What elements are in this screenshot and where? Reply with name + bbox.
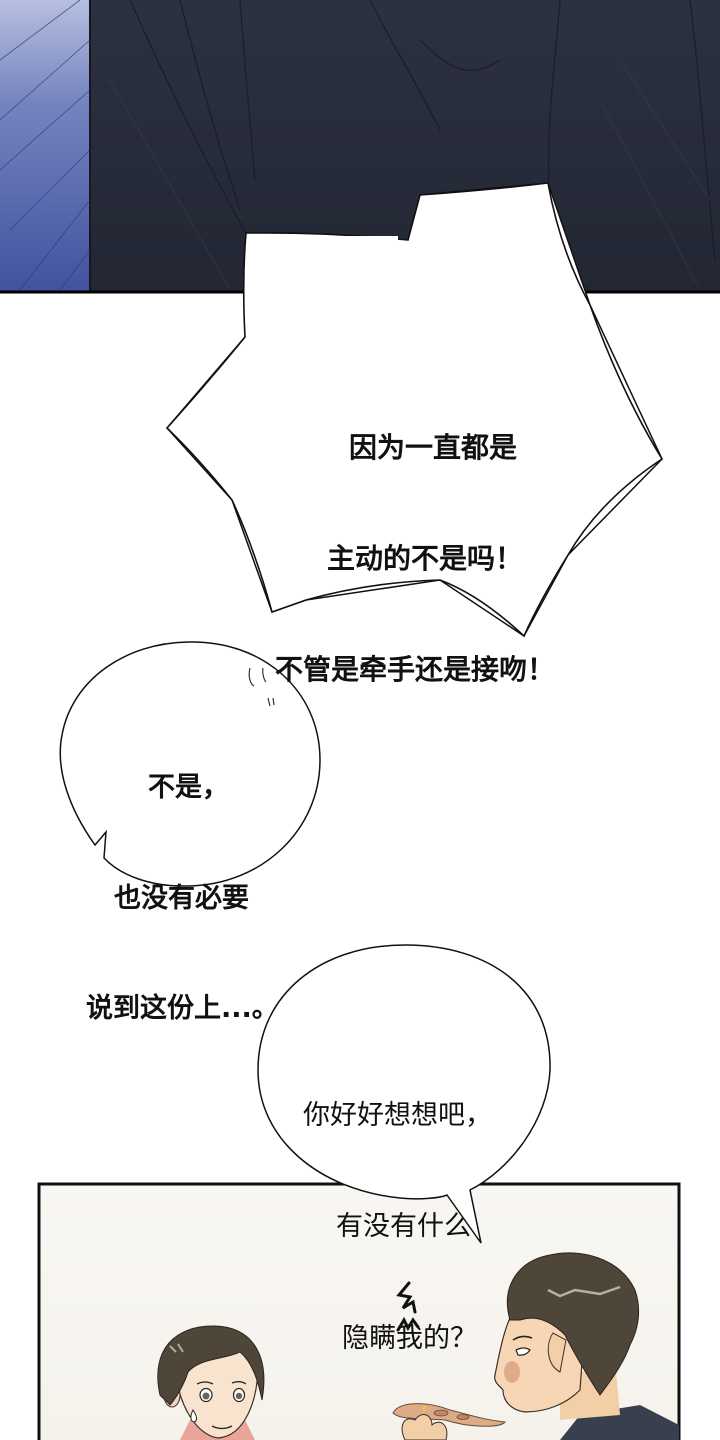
shout-bubble-text: 因为一直都是 主动的不是吗！ 不管是牵手还是接吻！ bbox=[160, 356, 670, 726]
right-line-3: 隐瞒我的？ bbox=[342, 1323, 477, 1354]
right-line-2: 有没有什么 bbox=[336, 1211, 471, 1243]
speech-bubble-left-text: 不是， 也没有必要 说到这份上...。 bbox=[62, 697, 342, 1064]
speech-bubble-left bbox=[59, 641, 321, 887]
right-line-1: 你好好想想吧， bbox=[303, 1099, 492, 1131]
left-line-3: 说到这份上...。 bbox=[86, 992, 279, 1024]
left-line-2: 也没有必要 bbox=[114, 882, 249, 914]
sweat-marks bbox=[248, 667, 275, 707]
speech-bubble-right-text: 你好好想想吧， 有没有什么 隐瞒我的？ bbox=[258, 1022, 558, 1395]
shout-line-1: 因为一直都是 bbox=[348, 430, 517, 464]
speech-bubble-right bbox=[257, 944, 551, 1244]
shout-line-2: 主动的不是吗！ bbox=[326, 541, 523, 575]
left-line-1: 不是， bbox=[148, 772, 229, 804]
shout-line-3: 不管是牵手还是接吻！ bbox=[274, 652, 555, 686]
annoyed-squiggle-sfx bbox=[396, 1281, 420, 1332]
character-left bbox=[157, 1325, 265, 1440]
character-right bbox=[392, 1252, 679, 1440]
